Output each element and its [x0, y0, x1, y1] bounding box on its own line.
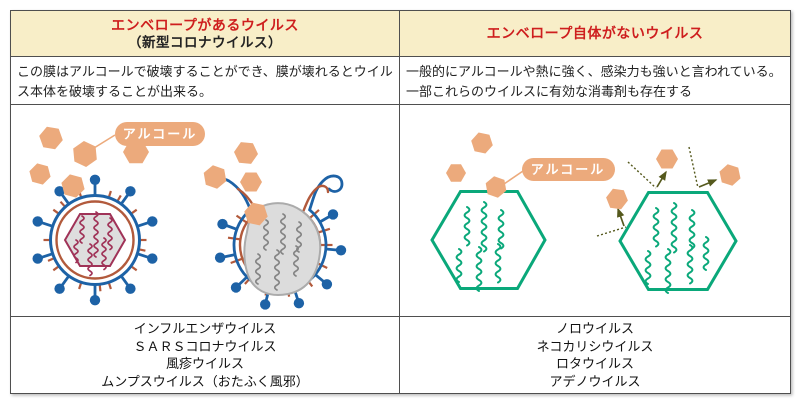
virus-name: ロタウイルス	[555, 356, 634, 371]
header-enveloped: エンベロープがあるウイルス （新型コロナウイルス）	[11, 11, 400, 57]
comparison-table: エンベロープがあるウイルス （新型コロナウイルス） エンベロープ自体がないウイル…	[10, 10, 791, 394]
virus-name: アデノウイルス	[549, 373, 641, 389]
illustration-cell-non-enveloped	[400, 105, 790, 317]
header-enveloped-title: エンベロープがあるウイルス	[111, 16, 299, 33]
header-enveloped-subtitle: （新型コロナウイルス）	[128, 34, 282, 50]
virus-name: ノロウイルス	[555, 321, 634, 336]
description-enveloped: この膜はアルコールで破壊することができ、膜が壊れるとウイルス本体を破壊することが…	[11, 57, 400, 105]
header-non-enveloped: エンベロープ自体がないウイルス	[400, 11, 790, 57]
virus-list-enveloped: インフルエンザウイルス ＳＡＲＳコロナウイルス風疹ウイルスムンプスウイルス（おたふ…	[11, 317, 400, 393]
illustration-cell-enveloped	[11, 105, 400, 317]
header-non-enveloped-title: エンベロープ自体がないウイルス	[486, 25, 704, 42]
virus-name: ムンプスウイルス（おたふく風邪）	[101, 373, 309, 389]
virus-name: インフルエンザウイルス	[133, 321, 277, 336]
description-non-enveloped: 一般的にアルコールや熱に強く、感染力も強いと言われている。 一部これらのウイルス…	[400, 57, 790, 105]
virus-name: ＳＡＲＳコロナウイルス	[133, 338, 277, 354]
virus-name: ネコカリシウイルス	[536, 338, 654, 354]
virus-name: 風疹ウイルス	[165, 356, 244, 371]
virus-list-non-enveloped: ノロウイルスネコカリシウイルスロタウイルスアデノウイルス	[400, 317, 790, 393]
